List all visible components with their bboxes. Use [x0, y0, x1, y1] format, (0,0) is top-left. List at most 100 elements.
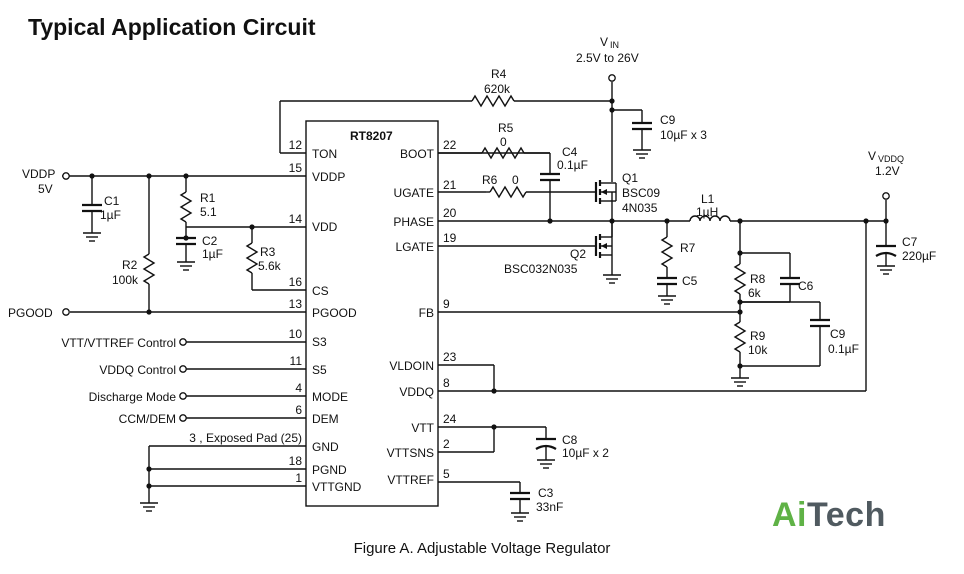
pin-num-boot: 22 [443, 138, 457, 152]
r3-name: R3 [260, 245, 276, 259]
c7-value: 220µF [902, 249, 936, 263]
mode-terminal [179, 392, 187, 400]
vddp-label: VDDP [22, 167, 55, 181]
pin-num-ton: 12 [289, 138, 303, 152]
c2-value: 1µF [202, 247, 223, 261]
pin-num-pgood: 13 [289, 297, 303, 311]
vin-label: V [600, 35, 608, 49]
c4-name: C4 [562, 145, 578, 159]
q2-part: BSC032N035 [504, 262, 578, 276]
c7-name: C7 [902, 235, 918, 249]
r6-value: 0 [512, 173, 519, 187]
pin-name-mode: MODE [312, 390, 348, 404]
capacitor-c8 [535, 427, 557, 469]
logo-part-ai: Ai [772, 496, 807, 534]
vddp-terminal [62, 172, 70, 180]
q1-part-b: 4N035 [622, 201, 658, 215]
pin-num-vttref: 5 [443, 467, 450, 481]
pin-num-mode: 4 [295, 381, 302, 395]
q2-name: Q2 [570, 247, 586, 261]
r9-name: R9 [750, 329, 766, 343]
pin-num-vddp: 15 [289, 161, 303, 175]
c9-input-value: 10µF x 3 [660, 128, 707, 142]
capacitor-c1 [82, 176, 102, 242]
pin-name-phase: PHASE [393, 215, 434, 229]
s5-terminal [179, 365, 187, 373]
pin-name-gnd: GND [312, 440, 339, 454]
capacitor-c9-input [632, 110, 652, 159]
pin-name-pgnd: PGND [312, 463, 347, 477]
pin-name-boot: BOOT [400, 147, 435, 161]
c3-value: 33nF [536, 500, 563, 514]
c9-fb-name: C9 [830, 327, 846, 341]
pin-num-vldoin: 23 [443, 350, 457, 364]
ic-name: RT8207 [350, 129, 393, 143]
resistor-r6 [486, 185, 596, 199]
mode-label: Discharge Mode [89, 390, 177, 404]
c9-input-name: C9 [660, 113, 676, 127]
q1-name: Q1 [622, 171, 638, 185]
r1-value: 5.1 [200, 205, 217, 219]
c1-value: 1µF [100, 208, 121, 222]
pin-name-lgate: LGATE [396, 240, 434, 254]
c5-name: C5 [682, 274, 698, 288]
resistor-r4 [279, 94, 612, 153]
pin-num-vttsns: 2 [443, 437, 450, 451]
pin-num-dem: 6 [295, 403, 302, 417]
capacitor-c4 [540, 153, 560, 221]
pin-num-vttgnd: 1 [295, 471, 302, 485]
pin-num-s3: 10 [289, 327, 303, 341]
vin-range: 2.5V to 26V [576, 51, 639, 65]
pin-num-lgate: 19 [443, 231, 457, 245]
page-title: Typical Application Circuit [28, 14, 316, 40]
pin-num-vdd: 14 [289, 212, 303, 226]
ic-body [305, 120, 439, 507]
dem-label: CCM/DEM [119, 412, 176, 426]
r1-name: R1 [200, 191, 216, 205]
c4-value: 0.1µF [557, 158, 588, 172]
r5-name: R5 [498, 121, 514, 135]
pin-name-pgood: PGOOD [312, 306, 357, 320]
pin-name-vddp: VDDP [312, 170, 345, 184]
l1-value: 1µH [696, 205, 718, 219]
r4-value: 620k [484, 82, 511, 96]
dem-terminal [179, 414, 187, 422]
vddq-value: 1.2V [875, 164, 900, 178]
vddq-label: V [868, 149, 876, 163]
c1-name: C1 [104, 194, 120, 208]
r9-value: 10k [748, 343, 768, 357]
junction-dots [89, 98, 889, 489]
r7-name: R7 [680, 241, 696, 255]
left-pin-lines [62, 152, 306, 487]
pin-num-phase: 20 [443, 206, 457, 220]
pin-name-vdd: VDD [312, 220, 338, 234]
pin-name-s5: S5 [312, 363, 327, 377]
l1-name: L1 [701, 192, 715, 206]
capacitor-c3 [510, 482, 530, 522]
figure-caption: Figure A. Adjustable Voltage Regulator [353, 540, 611, 557]
pin-name-ton: TON [312, 147, 337, 161]
vin-terminal [608, 74, 616, 82]
resistor-r5 [438, 146, 550, 160]
pin-name-vldoin: VLDOIN [389, 359, 434, 373]
logo-part-tech: Tech [807, 496, 886, 534]
pin-num-ugate: 21 [443, 178, 457, 192]
resistor-r9 [731, 321, 749, 387]
pin-name-dem: DEM [312, 412, 339, 426]
c9-fb-value: 0.1µF [828, 342, 859, 356]
c3-name: C3 [538, 486, 554, 500]
capacitor-c7 [875, 244, 897, 275]
pgood-terminal [62, 308, 70, 316]
q1-part-a: BSC09 [622, 186, 660, 200]
resistor-r1 [179, 176, 193, 238]
s5-label: VDDQ Control [99, 363, 176, 377]
pin-num-vtt: 24 [443, 412, 457, 426]
pin-name-vddq: VDDQ [399, 385, 434, 399]
mosfet-q2 [594, 221, 621, 284]
pin-num-s5: 11 [290, 354, 303, 368]
pin-num-pgnd: 18 [289, 454, 303, 468]
resistor-r7 [660, 221, 674, 278]
s3-label: VTT/VTTREF Control [61, 336, 176, 350]
capacitor-c9-fb [740, 301, 830, 367]
